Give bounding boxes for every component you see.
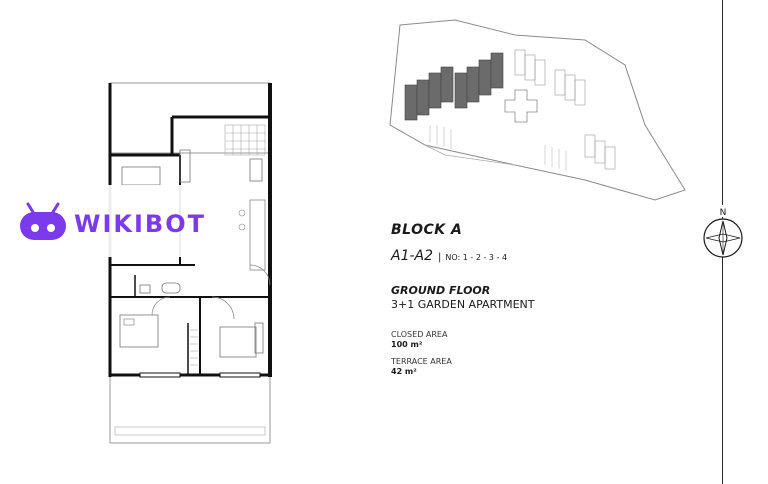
terrace-area-value: 42 m² — [391, 367, 417, 376]
compass-icon: N — [703, 205, 743, 258]
floor-name: GROUND FLOOR — [391, 284, 491, 297]
robot-logo-icon — [20, 202, 66, 240]
terrace-area-label: TERRACE AREA — [391, 357, 452, 366]
block-title: BLOCK A — [391, 222, 463, 238]
logo-text: WIKIBOT — [74, 210, 206, 238]
apartment-type: 3+1 GARDEN APARTMENT — [391, 298, 535, 311]
unit-separator: | — [438, 252, 442, 263]
unit-line: A1-A2 |NO: 1 - 2 - 3 - 4 — [391, 245, 507, 264]
site-plan — [389, 19, 686, 201]
floor-plan — [108, 82, 272, 444]
unit-numbers: NO: 1 - 2 - 3 - 4 — [445, 253, 508, 262]
closed-area-value: 100 m² — [391, 340, 423, 349]
unit-code: A1-A2 — [391, 248, 434, 264]
compass-north-label: N — [720, 208, 727, 218]
closed-area-label: CLOSED AREA — [391, 330, 448, 339]
